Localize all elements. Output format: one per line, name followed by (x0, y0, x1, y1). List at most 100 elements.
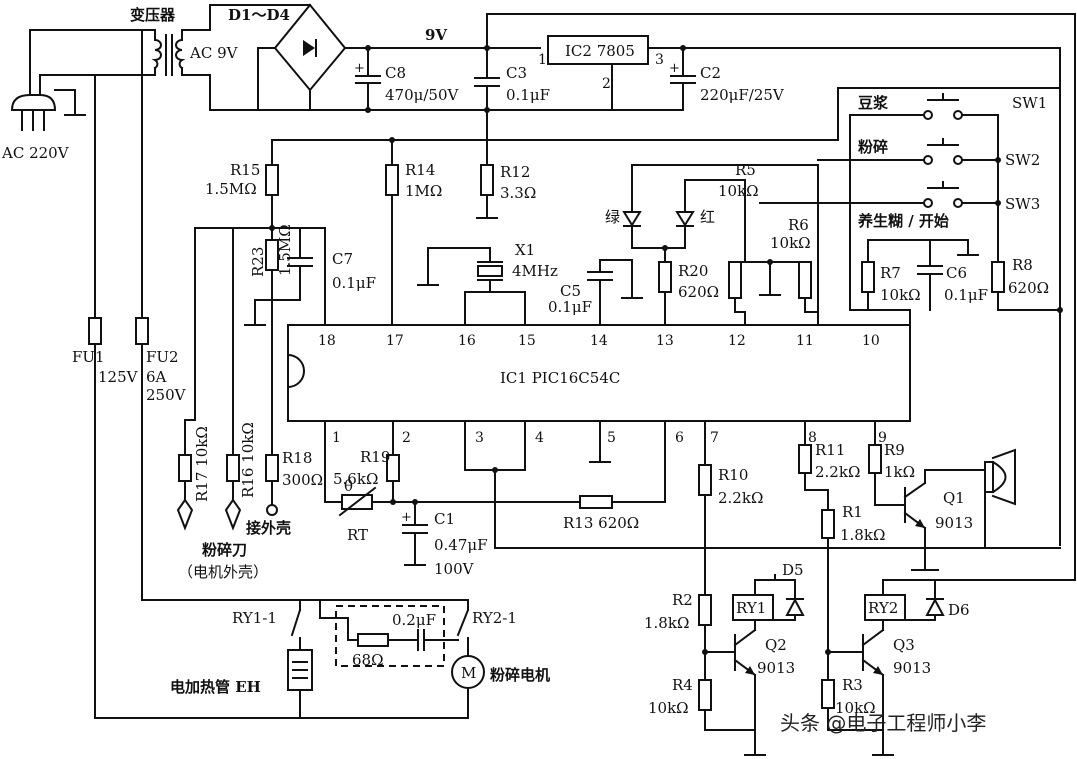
c2-value: 220μF/25V (700, 86, 785, 104)
r15-label: R15 (230, 161, 260, 179)
r11-label: R11 (815, 441, 845, 459)
r8-label: R8 (1012, 256, 1033, 274)
sw2-label: SW2 (1005, 151, 1040, 169)
r5 (728, 261, 742, 299)
r16 (226, 454, 240, 482)
q1-value: 9013 (935, 514, 973, 532)
ic2-regulator (547, 35, 649, 65)
ic1-pin-5: 5 (607, 430, 616, 446)
c8-label: C8 (385, 64, 406, 82)
q3-value: 9013 (893, 659, 931, 677)
svg-text:θ: θ (344, 477, 353, 495)
c2-label: C2 (700, 64, 721, 82)
svg-text:1: 1 (538, 52, 547, 68)
r9 (868, 444, 882, 474)
c5-value: 0.1μF (548, 298, 592, 316)
r10-label: R10 (718, 466, 748, 484)
r23-value: 1.5MΩ (276, 224, 294, 276)
q3-label: Q3 (893, 636, 915, 654)
motor-shell-label: （电机外壳） (178, 563, 268, 581)
switch-sw3[interactable] (923, 181, 963, 208)
ry2-1-label: RY2-1 (472, 609, 517, 627)
r13 (579, 495, 613, 509)
transformer-label: 变压器 (130, 6, 176, 24)
transformer-secondary (175, 38, 186, 70)
x1-label: X1 (515, 241, 535, 259)
ic1-pin-17: 17 (386, 333, 404, 349)
blade-label: 粉碎刀 (202, 541, 247, 559)
r20-value: 620Ω (678, 283, 719, 301)
c3-label: C3 (506, 64, 527, 82)
r2 (698, 594, 712, 626)
fuse-fu2 (135, 317, 149, 345)
relay-ry2-coil (864, 594, 906, 621)
r15 (265, 164, 279, 196)
motor-m: M (461, 664, 476, 682)
sw1-label: SW1 (1012, 94, 1047, 112)
ry1-1-label: RY1-1 (232, 609, 277, 627)
ic1-pin-13: 13 (656, 333, 674, 349)
r6-label: R6 (788, 216, 809, 234)
r12-value: 3.3Ω (500, 184, 536, 202)
ic1-pin-11: 11 (796, 333, 814, 349)
watermark: 头条 @电子工程师小李 (780, 711, 986, 735)
svg-text:3: 3 (655, 52, 664, 68)
r9-value: 1kΩ (884, 463, 915, 481)
r2-value: 1.8kΩ (644, 614, 689, 632)
c1-label: C1 (434, 510, 455, 528)
r10 (698, 464, 712, 496)
c7-value: 0.1μF (332, 274, 376, 292)
ac-secondary-label: AC 9V (189, 44, 239, 62)
r11-value: 2.2kΩ (815, 463, 860, 481)
r6-value: 10kΩ (770, 234, 811, 252)
r14 (385, 164, 399, 196)
r1-value: 1.8kΩ (840, 526, 885, 544)
c5-label: C5 (560, 282, 581, 300)
ic1-pin-6: 6 (675, 430, 684, 446)
switch-sw2[interactable] (923, 138, 963, 165)
svg-text:+: + (669, 61, 680, 76)
red-led-label: 红 (700, 208, 715, 226)
sw1-name: 豆浆 (858, 94, 889, 112)
q2-value: 9013 (757, 659, 795, 677)
fu1-value: 125V (98, 368, 139, 386)
ic1-pin-16: 16 (458, 333, 476, 349)
r23-label: R23 (249, 247, 267, 277)
r18-label: R18 (282, 449, 312, 467)
transistor-q2 (733, 628, 757, 677)
buzzer-icon (984, 448, 1016, 506)
r1 (821, 509, 835, 539)
ic1-pin-10: 10 (862, 333, 880, 349)
r8-value: 620Ω (1008, 279, 1049, 297)
switch-sw1[interactable] (923, 93, 963, 120)
r12-label: R12 (500, 163, 530, 181)
r17-label: R17 10kΩ (193, 426, 211, 502)
to-shell-label: 接外壳 (246, 519, 291, 537)
r5-value: 10kΩ (718, 182, 759, 200)
ic1-pin-12: 12 (728, 333, 746, 349)
ry1-label: RY1 (736, 599, 766, 617)
ic1-pin-18: 18 (318, 333, 336, 349)
crystal-x1 (477, 265, 503, 277)
r3 (821, 679, 835, 709)
motor-label: 粉碎电机 (490, 666, 550, 684)
ic1-pin-7: 7 (710, 430, 719, 446)
r4-label: R4 (672, 676, 693, 694)
c1-value2: 100V (434, 560, 475, 578)
ac-input-label: AC 220V (1, 144, 70, 162)
transformer-primary (151, 38, 162, 70)
r13-label: R13 620Ω (563, 514, 639, 532)
r3-value: 10kΩ (835, 699, 876, 717)
ic1-pin-8: 8 (808, 430, 817, 446)
r19-label: R19 (360, 448, 390, 466)
sw3-name: 养生糊 / 开始 (857, 212, 949, 230)
r3-label: R3 (842, 676, 863, 694)
r20 (658, 261, 672, 293)
c6-value: 0.1μF (944, 286, 988, 304)
fu2-value: 6A (146, 368, 167, 386)
r9-label: R9 (884, 441, 905, 459)
transistor-q1 (903, 481, 927, 530)
snubber-box (335, 605, 445, 667)
